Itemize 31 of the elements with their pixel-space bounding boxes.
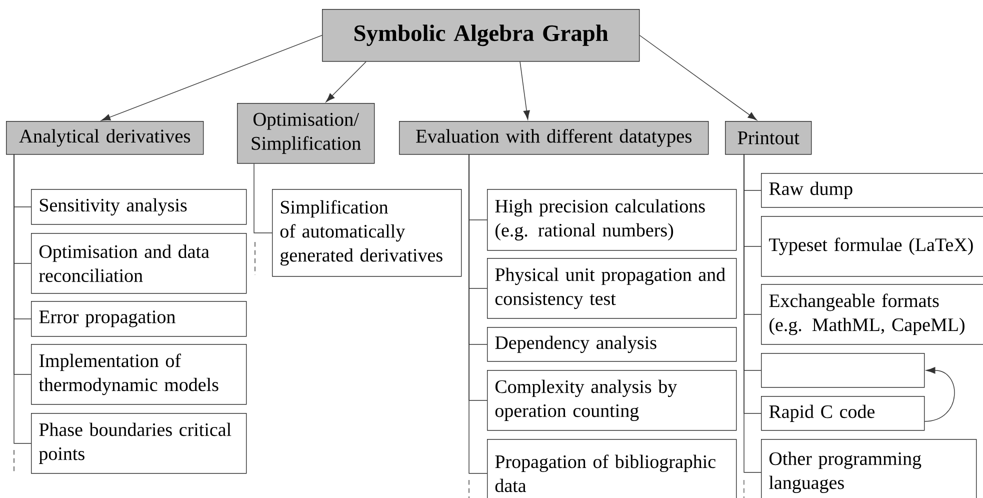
category-box: Evaluation with different datatypes — [399, 121, 709, 155]
tree-connector — [14, 154, 32, 444]
item-box: Dependency analysis — [487, 327, 737, 362]
item-box: Complexity analysis by operation counting — [487, 370, 737, 431]
arrow — [639, 35, 758, 120]
tree-connector — [254, 163, 272, 234]
item-box: Propagation of bibliographic data — [487, 439, 737, 498]
item-box: High precision calculations (e.g. rational numbers) — [487, 189, 737, 251]
item-box: Phase boundaries critical points — [31, 413, 247, 474]
item-box: Rapid C code — [761, 396, 925, 431]
arrow — [101, 35, 322, 121]
item-box — [761, 353, 925, 388]
tree-connector — [468, 154, 488, 474]
item-box: Raw dump — [761, 173, 983, 208]
tree-connector — [744, 154, 762, 473]
item-box: Sensitivity analysis — [31, 189, 247, 225]
item-box: Implementation of thermodynamic models — [31, 344, 247, 405]
item-box: Other programming languages — [761, 439, 977, 498]
item-box: Optimisation and data reconciliation — [31, 233, 247, 294]
item-box: Error propagation — [31, 301, 247, 337]
arrow — [326, 61, 366, 102]
category-box: Analytical derivatives — [6, 121, 204, 155]
item-box: Exchangeable formats (e.g. MathML, CapeML) — [761, 284, 983, 345]
category-box: Printout — [725, 121, 812, 155]
item-box: Typeset formulae (LaTeX) — [761, 216, 983, 277]
category-box: Optimisation/ Simplification — [237, 103, 375, 164]
title-box: Symbolic Algebra Graph — [322, 9, 640, 62]
item-box: Simplification of automatically generated derivatives — [272, 189, 462, 277]
curved-arrow — [924, 367, 955, 422]
arrow — [520, 61, 530, 120]
item-box: Physical unit propagation and consistency test — [487, 258, 737, 319]
